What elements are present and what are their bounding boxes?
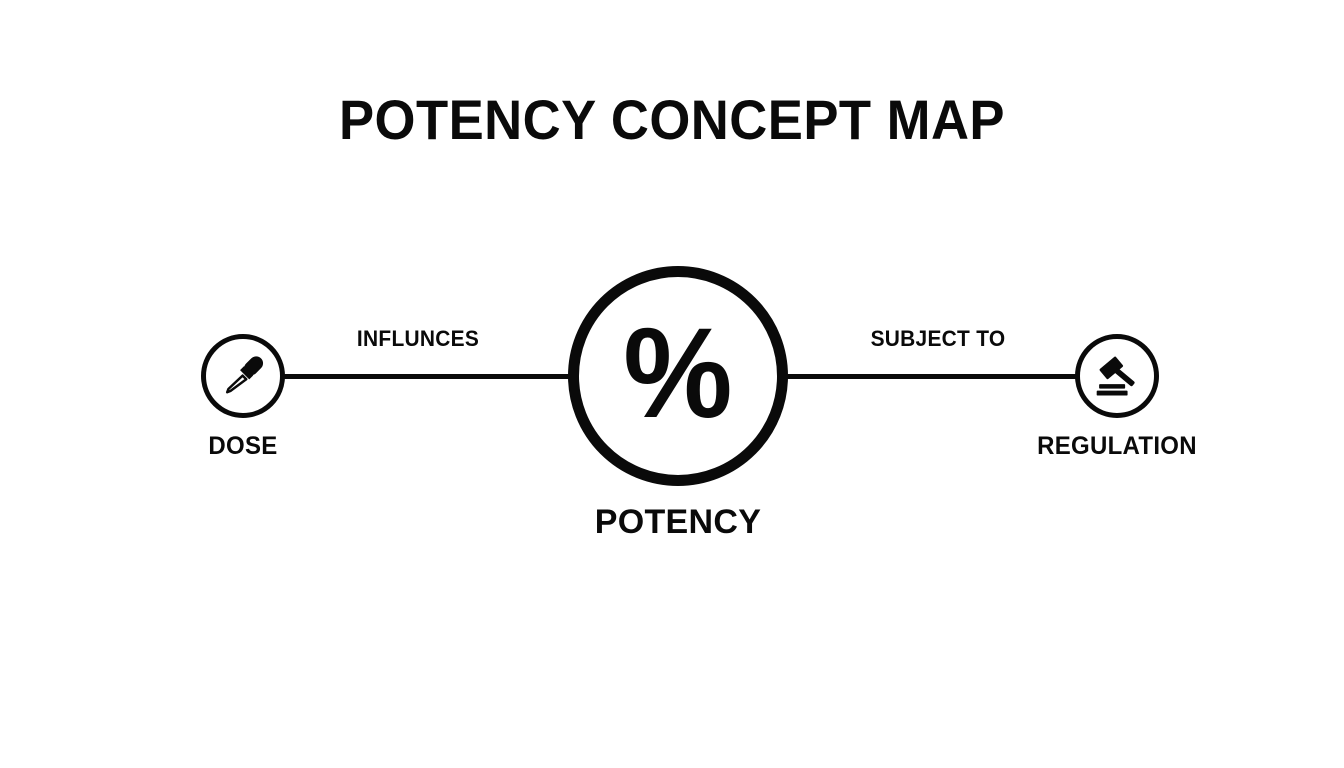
- edge-dose-to-potency: [284, 374, 572, 379]
- node-regulation-circle[interactable]: [1075, 334, 1159, 418]
- edge-potency-to-regulation: [786, 374, 1076, 379]
- node-label-regulation: REGULATION: [1037, 432, 1197, 460]
- edge-label-subject-to: SUBJECT TO: [870, 326, 1006, 351]
- node-potency-circle[interactable]: %: [568, 266, 788, 486]
- node-label-potency: POTENCY: [594, 503, 762, 541]
- dropper-icon: [225, 356, 264, 394]
- edge-label-influences: INFLUNCES: [356, 326, 480, 351]
- node-label-dose: DOSE: [208, 432, 278, 460]
- percent-symbol-icon: %: [623, 302, 733, 445]
- page-title: POTENCY CONCEPT MAP: [338, 88, 1006, 151]
- gavel-icon: [1096, 356, 1135, 396]
- node-dose-circle[interactable]: [201, 334, 285, 418]
